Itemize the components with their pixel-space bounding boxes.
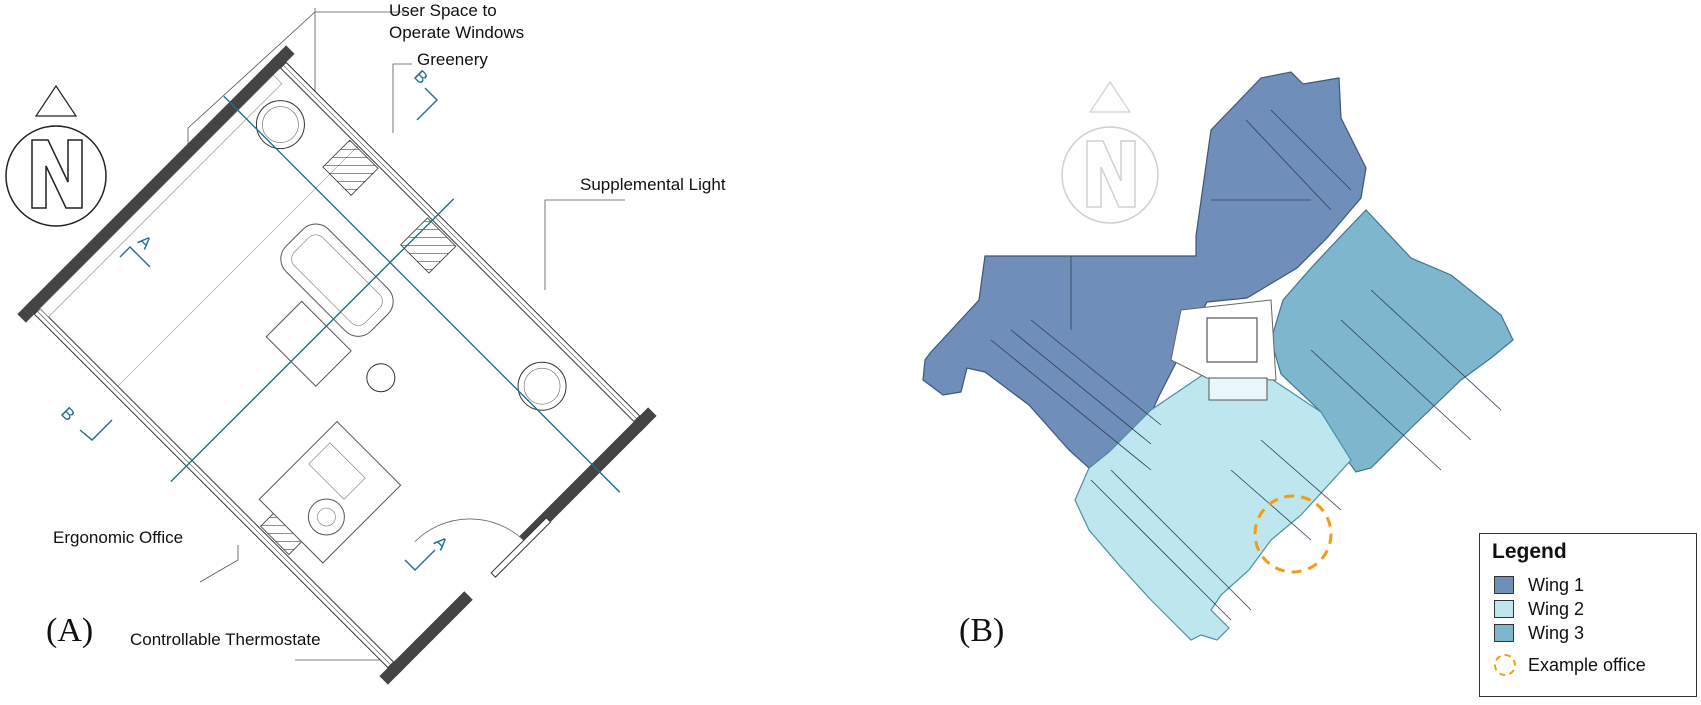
wing-3 (1270, 209, 1514, 473)
callout-greenery: Greenery (417, 50, 488, 69)
legend-label-wing-2: Wing 2 (1528, 598, 1585, 619)
legend-title: Legend (1492, 540, 1567, 563)
callout-supplemental-light: Supplemental Light (580, 175, 726, 194)
partition-lines (990, 109, 1502, 621)
callout-ergonomic-office: Ergonomic Office (53, 528, 184, 547)
callout-controllable-thermostate: Controllable Thermostate (130, 630, 321, 649)
legend: Legend Wing 1 Wing 2 Wing 3 Example offi… (1479, 533, 1697, 697)
legend-label-example-office: Example office (1528, 654, 1646, 675)
wing-1 (922, 71, 1367, 469)
atrium-bench (1208, 377, 1268, 401)
legend-item-example-office: Example office (1494, 654, 1646, 676)
example-office-marker (1253, 494, 1333, 574)
section-mark-b-bottom: B (57, 403, 78, 424)
panel-label-a: (A) (46, 612, 94, 649)
legend-item-wing-2: Wing 2 (1494, 598, 1584, 620)
legend-item-wing-1: Wing 1 (1494, 574, 1584, 596)
legend-label-wing-1: Wing 1 (1528, 574, 1585, 595)
callout-user-space: User Space to Operate Windows (389, 1, 525, 42)
north-arrow-icon (5, 84, 107, 227)
legend-item-wing-3: Wing 3 (1494, 622, 1584, 644)
atrium-core (1206, 317, 1258, 363)
legend-swatch-wing-3 (1494, 624, 1514, 642)
office-room (17, 45, 657, 685)
office-plan-drawing: A B B A (5, 8, 657, 685)
legend-swatch-wing-1 (1494, 576, 1514, 594)
legend-swatch-example-office-icon (1494, 654, 1516, 676)
section-marks (79, 87, 438, 571)
panel-b: (B) (851, 0, 1701, 705)
north-arrow-icon (1061, 80, 1159, 224)
panel-a: A B B A User Space to Operate Windows Gr… (0, 0, 850, 705)
legend-label-wing-3: Wing 3 (1528, 622, 1585, 643)
building-floor-plan (922, 71, 1514, 641)
panel-label-b: (B) (959, 612, 1005, 649)
legend-swatch-wing-2 (1494, 600, 1514, 618)
